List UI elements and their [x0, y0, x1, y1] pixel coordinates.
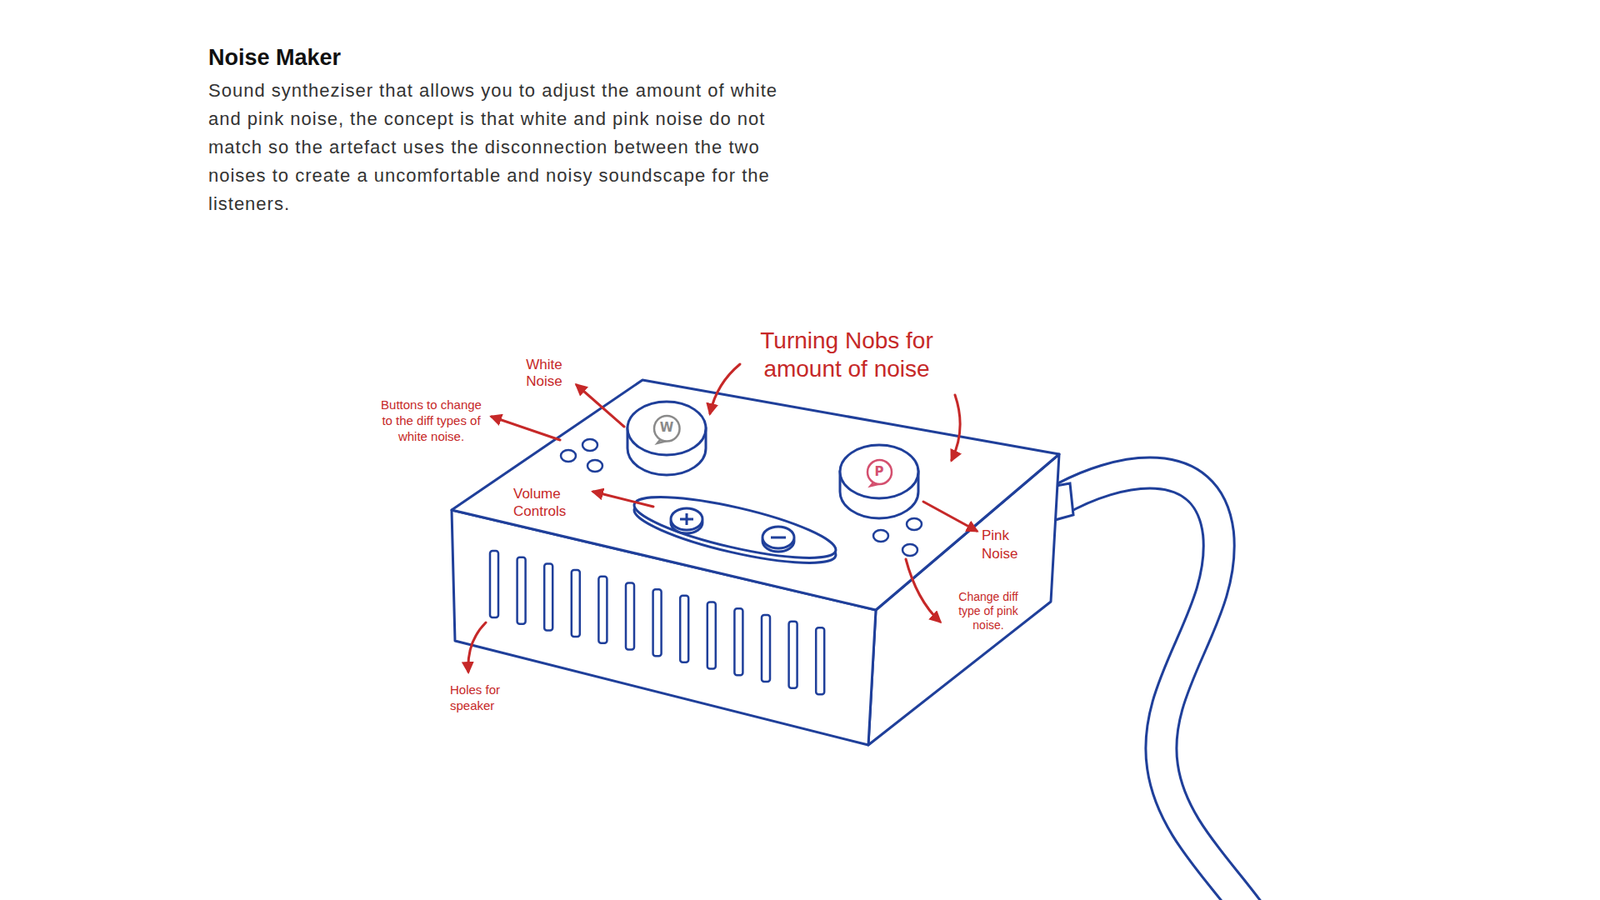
speaker-slot — [625, 582, 635, 650]
callout-label: Buttons to change to the diff types of w… — [379, 396, 484, 445]
callout-label: Turning Nobs for amount of noise — [738, 326, 955, 384]
speaker-slot — [571, 570, 580, 637]
description: Sound syntheziser that allows you to adj… — [208, 76, 792, 219]
knob — [627, 401, 706, 475]
volume-panel — [630, 485, 840, 576]
title: Noise Maker — [208, 45, 341, 71]
knob-icon: W — [652, 414, 682, 444]
annotation-arrows — [468, 364, 977, 672]
callout-label: Change diff type of pink noise. — [946, 590, 1030, 633]
knob-letter: W — [660, 421, 675, 435]
callout-label: Holes for speaker — [450, 681, 524, 714]
knob-icon: P — [865, 458, 894, 486]
speaker-slot — [517, 557, 526, 625]
speaker-slot — [544, 563, 553, 630]
speaker-slot — [707, 602, 716, 670]
speaker-slot — [680, 595, 689, 663]
knob — [840, 445, 919, 519]
speaker-holes — [490, 550, 825, 695]
knob-letter: P — [875, 465, 885, 479]
speaker-slot — [815, 627, 825, 695]
speaker-slot — [653, 589, 662, 656]
speaker-slot — [490, 550, 499, 618]
speaker-slot — [761, 615, 770, 682]
speaker-slot — [789, 621, 798, 689]
speaker-slot — [734, 608, 743, 675]
speaker-slot — [598, 576, 607, 644]
housing-box — [451, 380, 1060, 745]
callout-label: White Noise — [515, 356, 574, 390]
callout-label: Volume Controls — [513, 485, 584, 520]
turning-knobs — [627, 401, 919, 519]
cable — [1051, 473, 1250, 900]
callout-label: Pink Noise — [981, 526, 1032, 564]
